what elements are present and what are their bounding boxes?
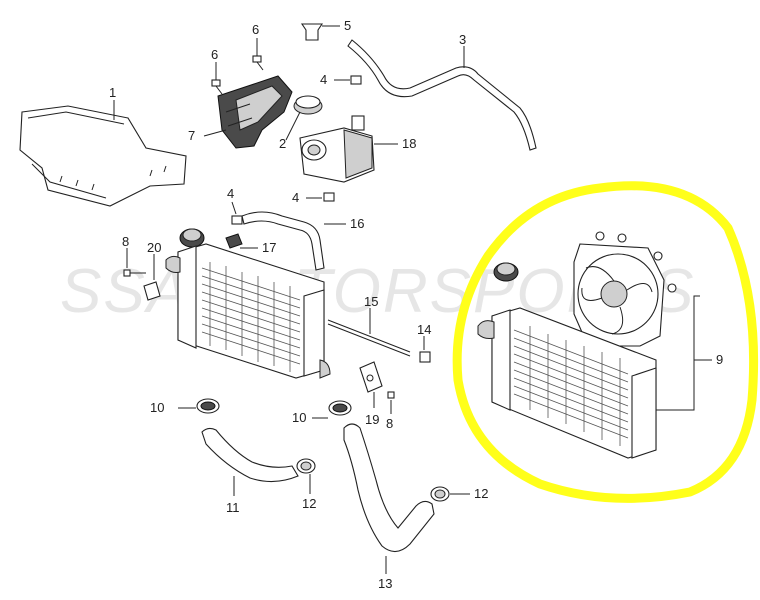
callout-19: 19 — [365, 412, 379, 427]
bolt-6-lower — [211, 79, 223, 95]
callout-12a: 12 — [302, 496, 316, 511]
callout-13: 13 — [378, 576, 392, 591]
long-hose — [343, 423, 435, 553]
hose-clamp-12-right — [430, 486, 450, 502]
callout-7: 7 — [188, 128, 195, 143]
mounting-rod — [327, 319, 411, 357]
callout-14: 14 — [417, 322, 431, 337]
temperature-sensor — [225, 233, 243, 249]
leader-2 — [285, 111, 301, 141]
callout-9: 9 — [716, 352, 723, 367]
heat-shield-plate — [19, 105, 187, 207]
bolt-6-upper — [252, 55, 264, 71]
radiator-fan-assembly — [477, 231, 677, 459]
nut-4-lower — [231, 215, 243, 225]
nut-4-top — [350, 75, 362, 85]
callout-4b: 4 — [292, 190, 299, 205]
callout-5: 5 — [344, 18, 351, 33]
callout-11: 11 — [226, 500, 240, 515]
nut-4-mid — [323, 192, 335, 202]
hose-clamp-right — [328, 400, 352, 416]
bolt-14 — [419, 351, 431, 363]
callout-1: 1 — [109, 85, 116, 100]
highlight-circle — [452, 181, 759, 503]
callout-17: 17 — [262, 240, 276, 255]
callout-15: 15 — [364, 294, 378, 309]
coolant-reservoir — [299, 115, 375, 183]
callout-6b: 6 — [211, 47, 218, 62]
leader-4c — [231, 201, 237, 215]
grommet — [143, 281, 161, 301]
reservoir-cap — [293, 95, 323, 115]
bolt-8-left — [123, 269, 146, 277]
breather-hose — [241, 211, 325, 271]
callout-4c: 4 — [227, 186, 234, 201]
mount-plate — [359, 361, 383, 393]
callout-2: 2 — [279, 136, 286, 151]
callout-4a: 4 — [320, 72, 327, 87]
callout-16: 16 — [350, 216, 364, 231]
lower-hose — [201, 427, 299, 483]
bracket-9 — [656, 295, 712, 411]
callout-8a: 8 — [122, 234, 129, 249]
hose-clamp-left — [196, 398, 220, 414]
callout-10a: 10 — [150, 400, 164, 415]
callout-18: 18 — [402, 136, 416, 151]
callout-12b: 12 — [474, 486, 488, 501]
hose-clip — [300, 23, 324, 41]
callout-20: 20 — [147, 240, 161, 255]
bolt-8-right — [387, 391, 395, 399]
leader-7 — [203, 129, 227, 137]
overflow-hose — [347, 39, 537, 151]
callout-8b: 8 — [386, 416, 393, 431]
radiator-left — [165, 228, 331, 379]
callout-6a: 6 — [252, 22, 259, 37]
reservoir-bracket — [217, 75, 293, 149]
callout-3: 3 — [459, 32, 466, 47]
callout-10b: 10 — [292, 410, 306, 425]
hose-clamp-12-left — [296, 458, 316, 474]
